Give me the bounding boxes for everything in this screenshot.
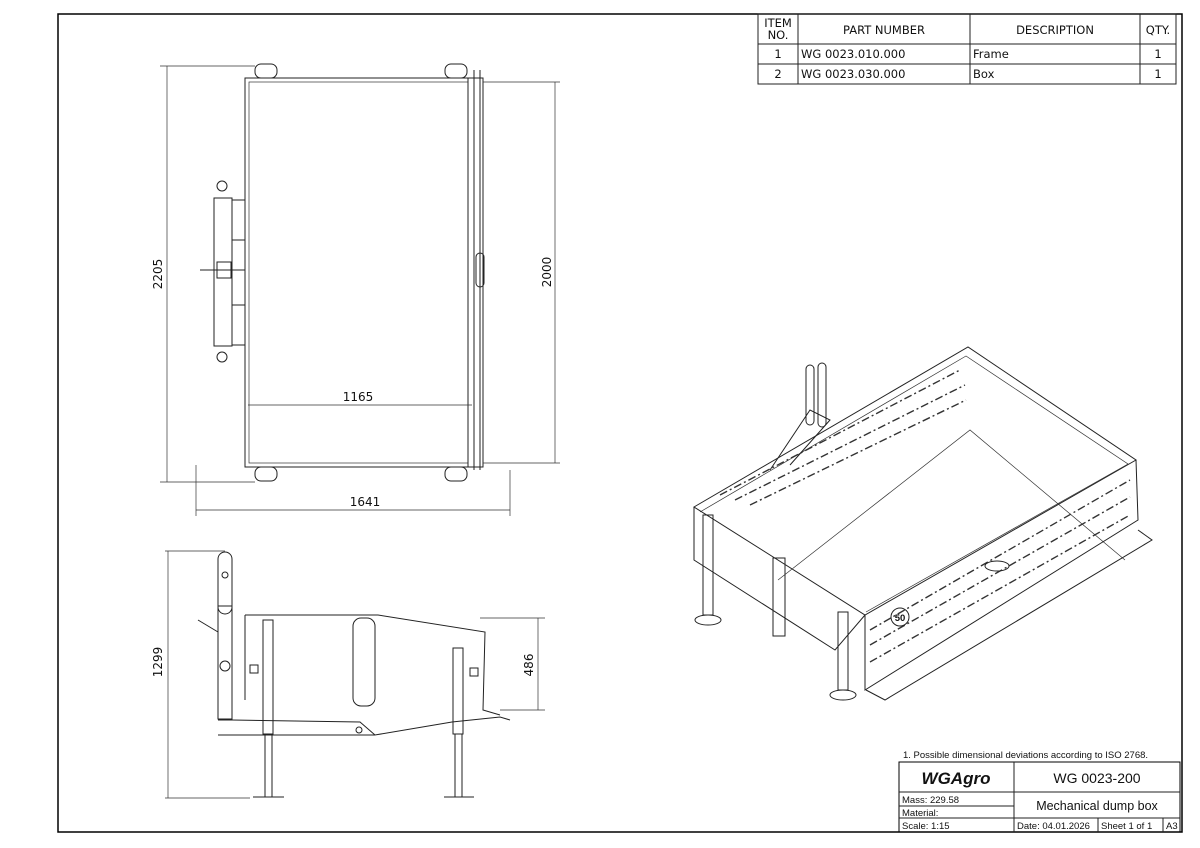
bom-header-item-no: NO. [768,28,789,42]
date-field: Date: 04.01.2026 [1017,821,1090,832]
iso-speed-badge: 50 [895,613,906,624]
drawing-number: WG 0023-200 [1053,770,1140,786]
dim-1641: 1641 [350,495,381,509]
material-field: Material: [902,808,938,819]
bom-description: Frame [973,47,1009,61]
bom-table: ITEM NO. PART NUMBER DESCRIPTION QTY. 1 … [757,13,1177,85]
title-block: 1. Possible dimensional deviations accor… [898,750,1181,833]
handle-icon [984,560,1010,572]
bom-item: 1 [774,47,781,61]
bom-row: 1 WG 0023.010.000 Frame 1 [774,47,1161,61]
drawing-title: Mechanical dump box [1036,799,1158,813]
bom-header-description: DESCRIPTION [1016,23,1094,37]
scale-field: Scale: 1:15 [902,821,950,832]
bom-header-qty: QTY. [1146,23,1170,37]
bom-qty: 1 [1154,47,1161,61]
bom-item: 2 [774,67,781,81]
tolerance-note: 1. Possible dimensional deviations accor… [903,750,1148,761]
sheet-field: Sheet 1 of 1 [1101,821,1152,832]
top-view: 2205 2000 1165 1641 [151,63,560,516]
mass-field: Mass: 229.58 [902,795,959,806]
bom-header-item: ITEM [764,16,792,30]
bom-part-number: WG 0023.010.000 [801,47,905,61]
side-view: 1299 486 [151,550,545,799]
bom-qty: 1 [1154,67,1161,81]
bom-row: 2 WG 0023.030.000 Box 1 [774,67,1161,81]
dim-2205: 2205 [151,259,165,290]
bom-header-part-number: PART NUMBER [843,23,925,37]
dim-1299: 1299 [151,647,165,678]
paper-size-field: A3 [1166,821,1178,832]
dim-486: 486 [522,654,536,677]
company-logo: WGAgro [922,769,991,788]
isometric-view: 50 [693,346,1153,701]
dim-2000: 2000 [540,257,554,288]
bom-description: Box [973,67,995,81]
dim-1165: 1165 [343,390,374,404]
handle-icon [475,252,485,288]
sheet-border [57,13,1183,833]
bom-part-number: WG 0023.030.000 [801,67,905,81]
